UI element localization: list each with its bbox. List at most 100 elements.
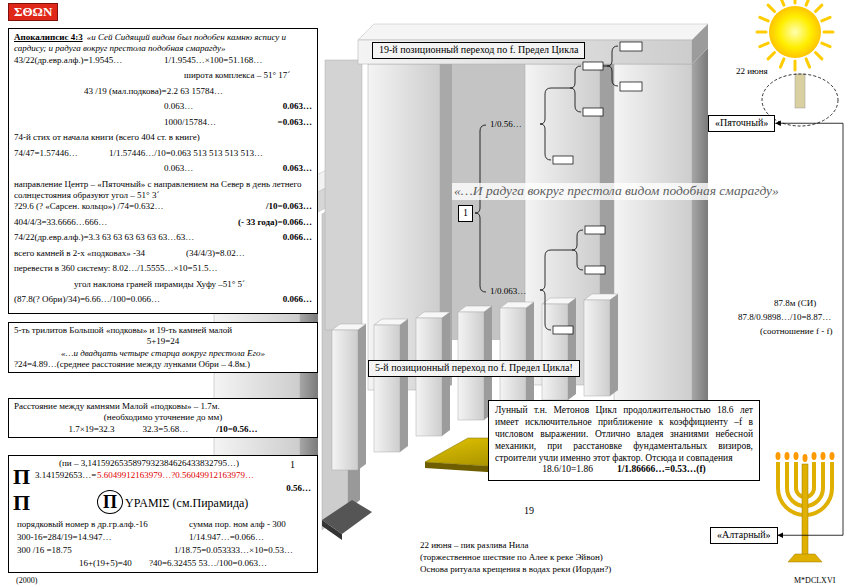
text-line: 74/22(др.евр.алф.)=3.3 63 63 63 63 63 63…	[14, 232, 194, 243]
small-horseshoe-stones-part	[610, 294, 618, 396]
text-line: 32.3=5.68…	[143, 424, 189, 435]
text-row: Лунный т.н. Метонов Цикл продолжительнос…	[495, 405, 753, 464]
sun-part	[806, 0, 810, 5]
note-line: Основа ритуала крещения в водах реки (Ио…	[420, 564, 611, 575]
bracket-tree-part	[585, 266, 605, 274]
text-line: 1/18.75=0.053333…×10=0.53…	[174, 545, 293, 556]
text-line: Апокалипсис 4:3	[14, 32, 83, 42]
sun-part	[822, 43, 830, 47]
text-row: направление Центр – «Пяточный» с направл…	[14, 179, 312, 202]
text-line: 0.066…	[283, 232, 312, 243]
left-trilithon-part	[325, 60, 362, 330]
sun-part	[760, 43, 768, 47]
menorah-part	[788, 554, 822, 562]
text-row: Апокалипсис 4:3«и Сей Сидящий видом был …	[14, 32, 312, 55]
bracket-tree-part	[620, 42, 642, 51]
small-horseshoe-stones-part	[332, 330, 358, 470]
text-line: Лунный т.н. Метонов Цикл продолжительнос…	[495, 405, 753, 463]
small-horseshoe-stones-part	[584, 300, 610, 396]
text-line: /10=0.063…	[266, 201, 312, 212]
text-panel: Лунный т.н. Метонов Цикл продолжительнос…	[488, 400, 760, 481]
text-row: широта комплекса – 51° 17´	[14, 70, 312, 86]
menorah-part	[776, 452, 781, 460]
bracket-tree-part	[583, 62, 603, 70]
text-line: 1000/15784…	[164, 117, 216, 128]
text-line: «…и двадцать четыре старца вокруг престо…	[61, 348, 265, 358]
stone-label-box: «Алтарный»	[710, 527, 778, 544]
text-line: 43 /19 (мал.подкова)=2.2 63 15784…	[84, 86, 223, 97]
dark-slab-part	[322, 500, 372, 534]
small-horseshoe-stones-part	[542, 304, 568, 400]
sun-part	[760, 17, 768, 21]
bracket-tree-part	[585, 226, 605, 234]
text-line: «Пяточный»	[715, 117, 768, 128]
menorah-part	[830, 452, 835, 460]
text-row: ?29.6 (? «Сарсен. кольцо») /74=0.632… /10…	[14, 201, 312, 217]
text-line: перевести в 360 систему: 8.02…/1.5555…×1…	[14, 263, 217, 274]
menorah-part	[803, 454, 808, 462]
text-line: 43/22(др.евр.алф.)=1.9545…	[14, 55, 122, 66]
title-box: ΣΘΩΝ	[8, 3, 58, 21]
text-line: 1/1.9545…×100=51.168…	[164, 55, 262, 66]
small-horseshoe-stones-part	[568, 298, 576, 400]
text-line: (необходимо уточнение до мм)	[104, 412, 222, 422]
text-line: (пи – 3,1415926535897932384626433832795……	[59, 458, 239, 469]
text-line: Расстояние между камнями Малой «подковы»…	[14, 401, 220, 411]
text-line: ?29.6 (? «Сарсен. кольцо») /74=0.632…	[14, 201, 163, 212]
text-row: 5+19=24	[14, 336, 312, 347]
text-line: П	[13, 466, 30, 488]
text-line: ΥΡΑΜΙΣ (см.Пирамида)	[125, 496, 248, 511]
sun-part	[780, 59, 784, 67]
bracket-tree-part	[620, 82, 642, 91]
menorah-part	[802, 464, 808, 556]
text-line: 1	[463, 207, 468, 218]
text-line: =0.063…	[278, 117, 312, 128]
dimension-label: 87.8/0.9898…/10=8.87…	[738, 312, 831, 323]
text-line: ?24=4.89…(среднее расстояние между лунка…	[14, 359, 250, 369]
text-line: 74-й стих от начала книги (всего 404 ст.…	[14, 132, 200, 143]
text-row: 18.6/10=1.861/1.86666…=0.53…(f)	[495, 464, 753, 476]
bracket-tree-part	[551, 250, 572, 251]
central-trilithon-part	[614, 64, 692, 425]
text-row: 74-й стих от начала книги (всего 404 ст.…	[14, 132, 312, 148]
bracket-tree-part	[570, 66, 581, 112]
sun-part	[768, 5, 774, 11]
text-line: 0.56…	[286, 483, 311, 494]
sun-part	[822, 17, 830, 21]
dark-slab	[322, 500, 372, 540]
note-line: 22 июня – пик разлива Нила	[420, 540, 529, 551]
text-line: 19-й позиционный переход по f. Предел Ци…	[379, 44, 578, 55]
bracket-tree-part	[551, 88, 570, 89]
note-line: (торжественное шествие по Алее к реке Эй…	[420, 552, 603, 563]
text-panel: Апокалипсис 4:3«и Сей Сидящий видом был …	[8, 28, 318, 314]
text-row: 1	[463, 207, 468, 220]
text-line: 1.7×19=32.3	[68, 424, 114, 435]
bracket-tree-part	[475, 125, 486, 292]
menorah	[776, 452, 835, 562]
central-trilithon-part	[358, 40, 692, 64]
heel-stone-part	[795, 74, 805, 108]
text-line: 5-й позиционный переход по f. Предел Цик…	[375, 362, 573, 373]
ratio-label: 1/0.063…	[490, 286, 526, 297]
text-line: всего камней в 2-х «подковах» -34	[14, 248, 145, 259]
date-label: 22 июня	[736, 66, 768, 77]
stone-number: 1	[290, 459, 295, 472]
text-line: 5+19=24	[147, 336, 180, 346]
small-horseshoe-stones-part	[374, 325, 400, 452]
small-horseshoe-stones-part	[500, 308, 526, 408]
stone-label-box: «Пяточный»	[708, 115, 775, 132]
text-line: 0.063…	[164, 101, 193, 112]
text-panel: 5-ть трилитов Большой «подковы» и 19-ть …	[8, 322, 318, 373]
text-row: 0.063…0.063…	[14, 101, 312, 117]
central-trilithon-part	[692, 48, 708, 425]
menorah-part	[821, 452, 826, 460]
text-line: 300 /16 =18.75	[17, 545, 72, 556]
root-box: 1	[458, 205, 473, 222]
text-row: 404/4/3=33.6666…666…(- 33 года)=0.066…	[14, 217, 312, 233]
menorah-part	[812, 452, 817, 460]
text-line: 1/14.947…=0.066…	[189, 532, 264, 543]
text-row: «Алтарный»	[717, 529, 771, 542]
text-line: 0.066…	[283, 294, 312, 305]
text-row: угол наклона граней пирамиды Хуфу –51° 5…	[14, 279, 312, 295]
dimension-label: 87.8м (СИ)	[774, 298, 816, 309]
